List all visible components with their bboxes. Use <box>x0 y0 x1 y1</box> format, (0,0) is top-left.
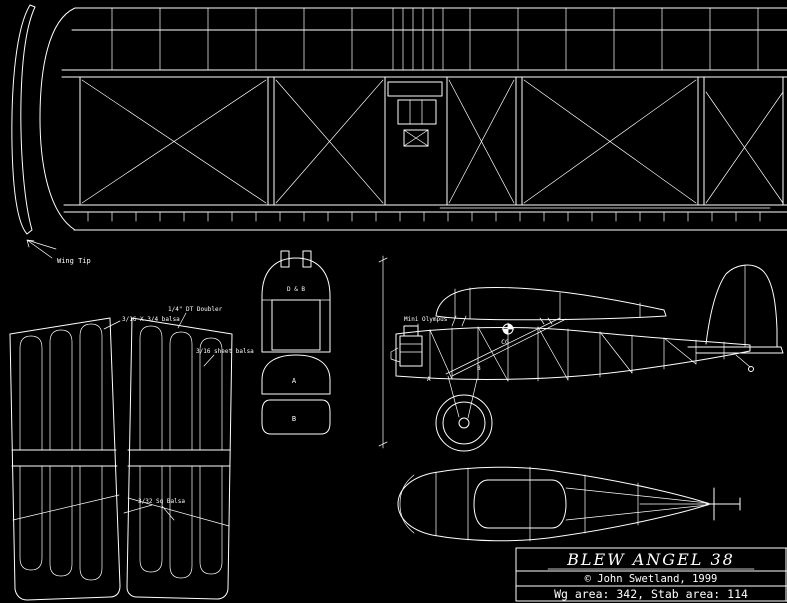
wheel-hub <box>458 417 470 429</box>
engine-label: Mini Olympus <box>404 316 448 323</box>
center-section-hatch <box>403 129 429 147</box>
plan-stats: Wg area: 342, Stab area: 114 <box>554 587 748 601</box>
wing-truss-verticals <box>79 76 784 206</box>
wheel-inner <box>442 401 486 445</box>
engine-cylinder <box>403 325 419 337</box>
sq-balsa-label: 3/32 Sq Balsa <box>138 498 185 505</box>
balsa-strip-leader <box>103 320 121 330</box>
dt-doubler-leader <box>177 312 187 329</box>
side-marker-b: B <box>477 365 481 372</box>
former-top-outline <box>261 257 331 353</box>
former-top-inner-box <box>271 299 321 351</box>
top-view-taper-lines <box>565 487 709 521</box>
wing-tip-leader <box>26 239 57 259</box>
wheel-outer <box>435 394 493 452</box>
wing-outline <box>61 7 787 231</box>
former-a-label: A <box>292 377 297 385</box>
material-callouts: 3/16 X 3/4 balsa 1/4" DT Doubler 3/16 sh… <box>103 306 254 521</box>
wing-tip-template <box>11 4 36 235</box>
stab-left-spars <box>11 449 118 467</box>
gear-struts <box>447 375 478 419</box>
wing-truss-diagonals <box>81 79 784 204</box>
lift-struts <box>445 317 567 377</box>
trailing-edge-ticks <box>87 211 761 222</box>
stab-left-grain-line <box>12 494 120 521</box>
stab-right-lower-slots <box>139 465 223 579</box>
center-section-hatch-box <box>403 129 429 147</box>
fuselage-truss-verticals <box>429 325 725 382</box>
title-block: BLEW ANGEL 38 © John Swetland, 1999 Wg a… <box>515 547 787 602</box>
plan-copyright: © John Swetland, 1999 <box>585 573 718 585</box>
tail-skid <box>735 354 751 368</box>
fin-rudder-outline <box>705 264 778 348</box>
cg-label: CG <box>501 338 509 346</box>
top-view-formers <box>435 466 639 542</box>
fuselage-side-view: Mini Olympus CG A B <box>378 255 784 452</box>
former-top-post-left <box>280 250 290 268</box>
tailwheel <box>748 366 754 372</box>
fuselage-formers: D & B A B <box>261 250 331 435</box>
wing-tip-template-outline <box>11 4 36 235</box>
stab-right-spars <box>127 449 231 467</box>
former-top-post-right <box>302 250 312 268</box>
cg-wedge-1 <box>508 324 513 329</box>
fuselage-truss-diagonals <box>429 326 697 382</box>
center-section-box <box>397 99 437 125</box>
wing-ribs <box>111 7 759 71</box>
stab-right-panel <box>126 317 233 600</box>
former-a-outline <box>261 354 331 395</box>
dt-doubler-label: 1/4" DT Doubler <box>168 306 223 313</box>
stab-left-lower-slots <box>19 465 103 581</box>
engine-block <box>399 335 423 367</box>
top-view-nose-arc <box>399 474 415 534</box>
cabane-struts <box>451 315 553 327</box>
stab-left-upper-slots <box>19 323 103 451</box>
side-marker-a: A <box>427 376 431 383</box>
wing-tip-callout: Wing Tip <box>26 239 91 265</box>
former-b-label: B <box>292 415 296 423</box>
wing-spar-marks <box>454 287 641 321</box>
cg-wedge-2 <box>503 329 508 334</box>
tail-fitting <box>705 487 741 521</box>
sheet-balsa-leader <box>203 354 215 367</box>
plan-title: BLEW ANGEL 38 <box>566 550 735 569</box>
prop-datum-line <box>378 255 388 449</box>
tailplane-lines <box>687 346 784 354</box>
title-block-borders <box>515 547 787 602</box>
balsa-strip-label: 3/16 X 3/4 balsa <box>122 316 180 323</box>
wing-airfoil-side <box>435 287 667 321</box>
fuselage-top-view <box>397 466 741 542</box>
stab-right-upper-slots <box>139 325 223 451</box>
stab-right-grain-line <box>127 497 230 527</box>
former-top-label: D & B <box>287 286 305 293</box>
center-section-box-ribs <box>409 99 423 125</box>
stab-left-panel <box>9 317 121 601</box>
sq-balsa-leader <box>123 504 175 521</box>
wing-left-tip-curve <box>39 7 76 231</box>
center-section-doubler <box>387 81 443 97</box>
former-b-outline <box>261 399 331 435</box>
stab-left-outline <box>9 317 121 601</box>
fuselage-outline <box>395 326 751 380</box>
cockpit-opening <box>473 479 567 529</box>
stab-right-outline <box>126 317 233 600</box>
wing-tip-label: Wing Tip <box>57 257 91 265</box>
wing-plan-view <box>39 7 787 231</box>
sheet-balsa-label: 3/16 sheet balsa <box>196 348 254 355</box>
